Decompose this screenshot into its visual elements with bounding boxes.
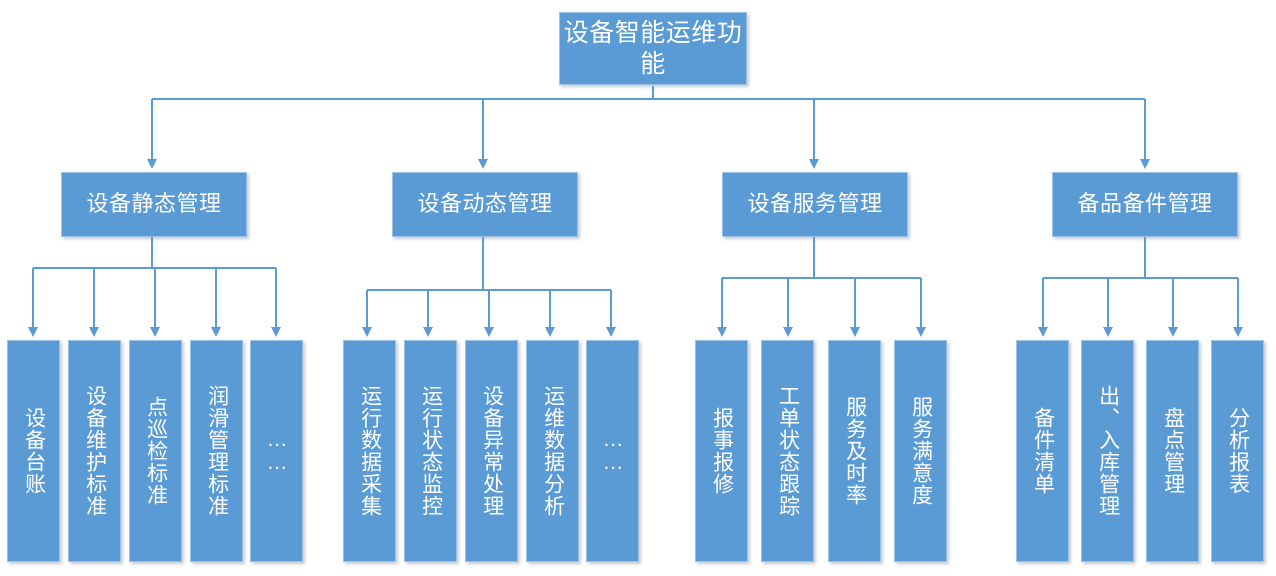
leaf-node-g4-c1-label: 备件清单	[1031, 407, 1055, 495]
branch-node-2[interactable]: 设备动态管理	[392, 172, 578, 237]
leaf-node-g1-c2-label: 设备维护标准	[83, 385, 107, 517]
leaf-node-g4-c1[interactable]: 备件清单	[1016, 340, 1069, 562]
leaf-node-g3-c3-label: 服务及时率	[843, 396, 867, 506]
leaf-node-g1-c3-label: 点巡检标准	[144, 396, 168, 506]
leaf-node-g1-c1[interactable]: 设备台账	[7, 340, 60, 562]
leaf-node-g1-c4[interactable]: 润滑管理标准	[190, 340, 243, 562]
leaf-node-g2-c1-label: 运行数据采集	[358, 385, 382, 517]
branch-node-4[interactable]: 备品备件管理	[1052, 172, 1238, 237]
leaf-node-g1-c5-label: ……	[265, 428, 289, 474]
leaf-node-g1-c4-label: 润滑管理标准	[205, 385, 229, 517]
branch-node-4-label: 备品备件管理	[1077, 191, 1213, 217]
leaf-node-g3-c4-label: 服务满意度	[909, 396, 933, 506]
leaf-node-g2-c3[interactable]: 设备异常处理	[465, 340, 518, 562]
leaf-node-g2-c4-label: 运维数据分析	[541, 385, 565, 517]
root-node[interactable]: 设备智能运维功能	[559, 12, 747, 85]
leaf-node-g4-c2-label: 出、入库管理	[1096, 385, 1120, 517]
leaf-node-g2-c2[interactable]: 运行状态监控	[404, 340, 457, 562]
leaf-node-g3-c3[interactable]: 服务及时率	[828, 340, 881, 562]
leaf-node-g2-c5[interactable]: ……	[586, 340, 639, 562]
branch-node-1[interactable]: 设备静态管理	[61, 172, 247, 237]
branch-node-3[interactable]: 设备服务管理	[722, 172, 908, 237]
leaf-node-g1-c3[interactable]: 点巡检标准	[129, 340, 182, 562]
branch-node-2-label: 设备动态管理	[417, 191, 553, 217]
leaf-node-g4-c3-label: 盘点管理	[1161, 407, 1185, 495]
leaf-node-g4-c4-label: 分析报表	[1226, 407, 1250, 495]
leaf-node-g3-c1[interactable]: 报事报修	[695, 340, 748, 562]
leaf-node-g1-c1-label: 设备台账	[22, 407, 46, 495]
leaf-node-g1-c2[interactable]: 设备维护标准	[68, 340, 121, 562]
branch-node-3-label: 设备服务管理	[747, 191, 883, 217]
leaf-node-g3-c4[interactable]: 服务满意度	[894, 340, 947, 562]
leaf-node-g3-c2[interactable]: 工单状态跟踪	[761, 340, 814, 562]
branch-node-1-label: 设备静态管理	[86, 191, 222, 217]
leaf-node-g2-c3-label: 设备异常处理	[480, 385, 504, 517]
leaf-node-g2-c1[interactable]: 运行数据采集	[343, 340, 396, 562]
root-node-label: 设备智能运维功能	[563, 19, 743, 78]
leaf-node-g4-c2[interactable]: 出、入库管理	[1081, 340, 1134, 562]
leaf-node-g1-c5[interactable]: ……	[250, 340, 303, 562]
leaf-node-g2-c5-label: ……	[601, 428, 625, 474]
leaf-node-g2-c2-label: 运行状态监控	[419, 385, 443, 517]
leaf-node-g2-c4[interactable]: 运维数据分析	[526, 340, 579, 562]
leaf-node-g3-c1-label: 报事报修	[710, 407, 734, 495]
leaf-node-g4-c3[interactable]: 盘点管理	[1146, 340, 1199, 562]
leaf-node-g4-c4[interactable]: 分析报表	[1211, 340, 1264, 562]
leaf-node-g3-c2-label: 工单状态跟踪	[776, 385, 800, 517]
